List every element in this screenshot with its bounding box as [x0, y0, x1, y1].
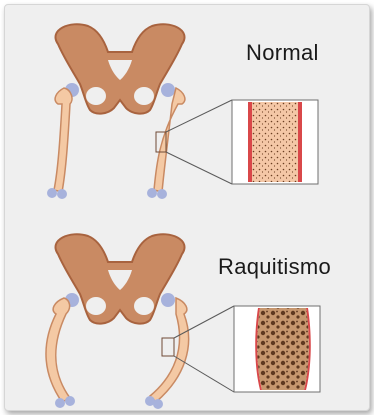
rickets-skeleton [46, 234, 234, 409]
rickets-bone-zoom [234, 306, 320, 392]
normal-hip-joint-right [161, 83, 175, 97]
normal-femur-right [154, 88, 185, 192]
normal-bone-zoom [232, 100, 318, 184]
rickets-femur-right [150, 298, 189, 402]
normal-femur-left [54, 88, 72, 192]
normal-skeleton [47, 24, 232, 199]
rickets-femur-left [46, 298, 70, 402]
